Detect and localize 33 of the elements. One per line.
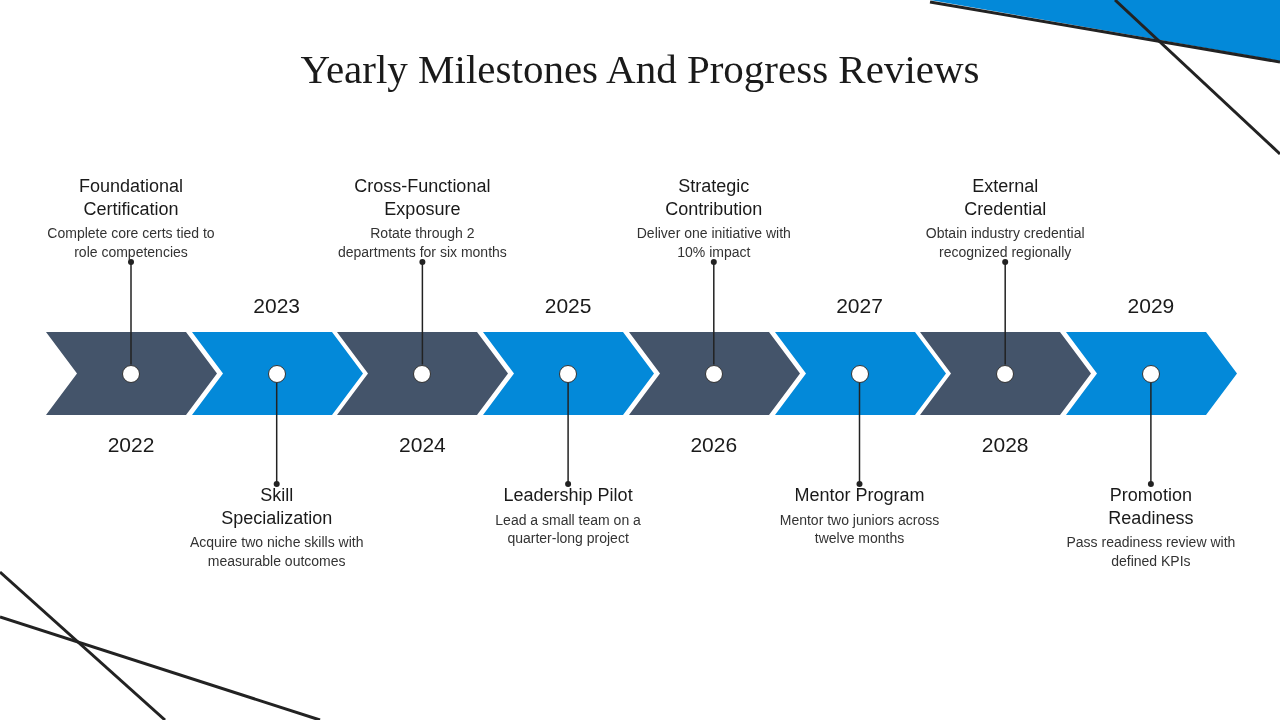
leader-line <box>1147 381 1154 487</box>
year-label: 2023 <box>253 294 301 318</box>
milestone-description: Mentor two juniors across twelve months <box>778 510 941 549</box>
milestone-title: Promotion Readiness <box>1107 484 1195 529</box>
milestone-title: Leadership Pilot <box>503 484 633 507</box>
leader-line <box>710 259 717 366</box>
milestone-description: Rotate through 2 departments for six months <box>336 224 508 262</box>
year-label: 2024 <box>399 433 446 457</box>
diagram-title: Yearly Milestones And Progress Reviews <box>300 46 980 94</box>
leader-line <box>273 381 280 487</box>
year-label: 2029 <box>1127 294 1175 318</box>
milestone-description: Pass readiness review with defined KPIs <box>1065 533 1237 571</box>
year-label: 2028 <box>981 433 1029 457</box>
milestone-description: Lead a small team on a quarter-long project <box>494 510 642 549</box>
year-label: 2026 <box>690 433 738 457</box>
milestone-title: External Credential <box>963 175 1048 221</box>
year-label: 2027 <box>836 294 883 318</box>
year-label: 2025 <box>544 294 592 318</box>
milestone-description: Deliver one initiative with 10% impact <box>635 224 792 262</box>
milestone-title: Mentor Program <box>794 484 925 507</box>
milestone-title: Skill Specialization <box>220 484 334 529</box>
milestone-description: Obtain industry credential recognized regionally <box>924 224 1086 262</box>
leader-line <box>565 381 572 487</box>
milestone-title: Strategic Contribution <box>664 175 764 221</box>
milestone-description: Acquire two niche skills with measurable outcomes <box>188 533 365 571</box>
milestone-description: Complete core certs tied to role competencies <box>46 224 216 262</box>
milestone-title: Foundational Certification <box>77 175 185 221</box>
year-label: 2022 <box>107 433 155 457</box>
leader-line <box>419 259 426 366</box>
milestone-title: Cross-Functional Exposure <box>353 175 492 221</box>
leader-line <box>1002 259 1009 366</box>
leader-line <box>856 381 863 487</box>
leader-line <box>128 259 134 366</box>
